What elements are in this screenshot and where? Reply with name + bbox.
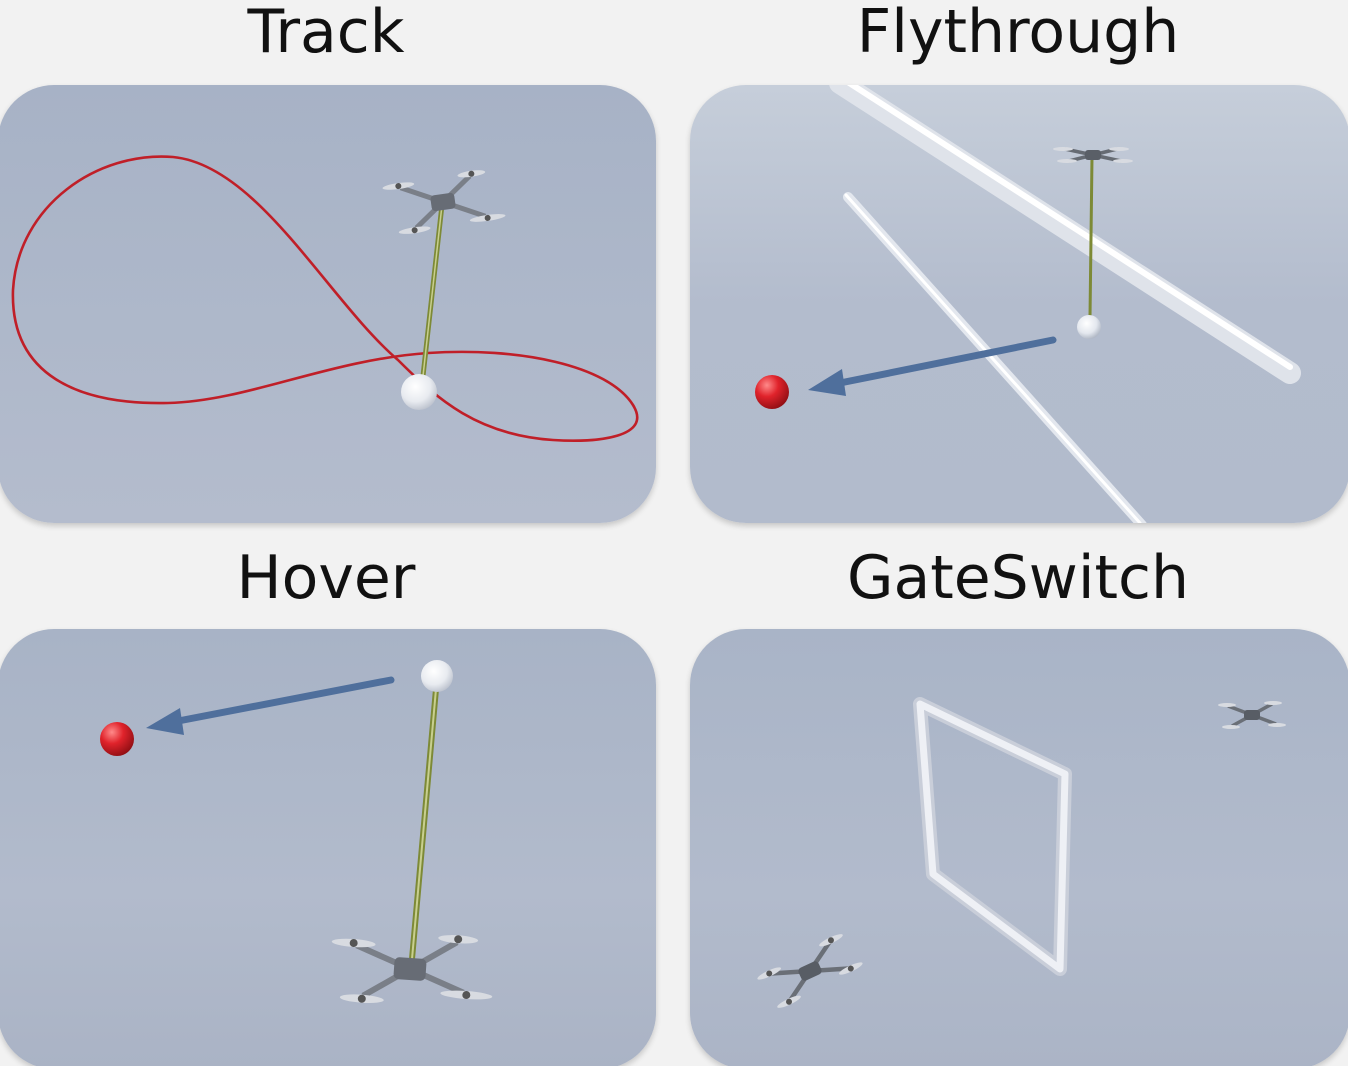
direction-arrow-icon [146,676,395,735]
quadrotor-drone-icon [1218,701,1286,729]
panel-hover [0,629,656,1066]
panel-title-flythrough: Flythrough [856,0,1180,67]
sky-background [690,629,1348,1066]
target-ball-icon [755,375,789,409]
quadrotor-drone-icon [757,934,863,1008]
quadrotor-drone-icon [1053,147,1133,163]
sky-background [690,85,1348,523]
direction-arrow-icon [808,336,1057,396]
panel-title-track: Track [247,0,405,67]
sky-background [0,629,656,1066]
tether-highlight [411,688,437,960]
pole-highlight [846,85,1293,370]
quadrotor-drone-icon [382,170,506,234]
trajectory-curve [11,155,639,442]
tether-rod [1088,156,1094,318]
panel-flythrough [690,85,1348,523]
panel-gateswitch [690,629,1348,1066]
quadrotor-drone-icon [331,935,493,1003]
panel-track [0,85,656,523]
payload-sphere-icon [1077,315,1101,339]
payload-sphere-icon [421,660,453,692]
obstacle-pole-long [829,85,1301,384]
panel-title-gateswitch: GateSwitch [846,543,1190,613]
pole-highlight [844,193,1142,523]
flythrough-scene [690,85,1348,523]
gateswitch-scene [690,629,1348,1066]
tether-highlight [421,204,443,386]
sky-background [0,85,656,523]
track-scene [0,85,656,523]
payload-sphere-icon [401,374,437,410]
panel-title-hover: Hover [236,543,416,613]
hover-scene [0,629,656,1066]
gate-frame-icon [913,697,1072,976]
target-ball-icon [100,722,134,756]
